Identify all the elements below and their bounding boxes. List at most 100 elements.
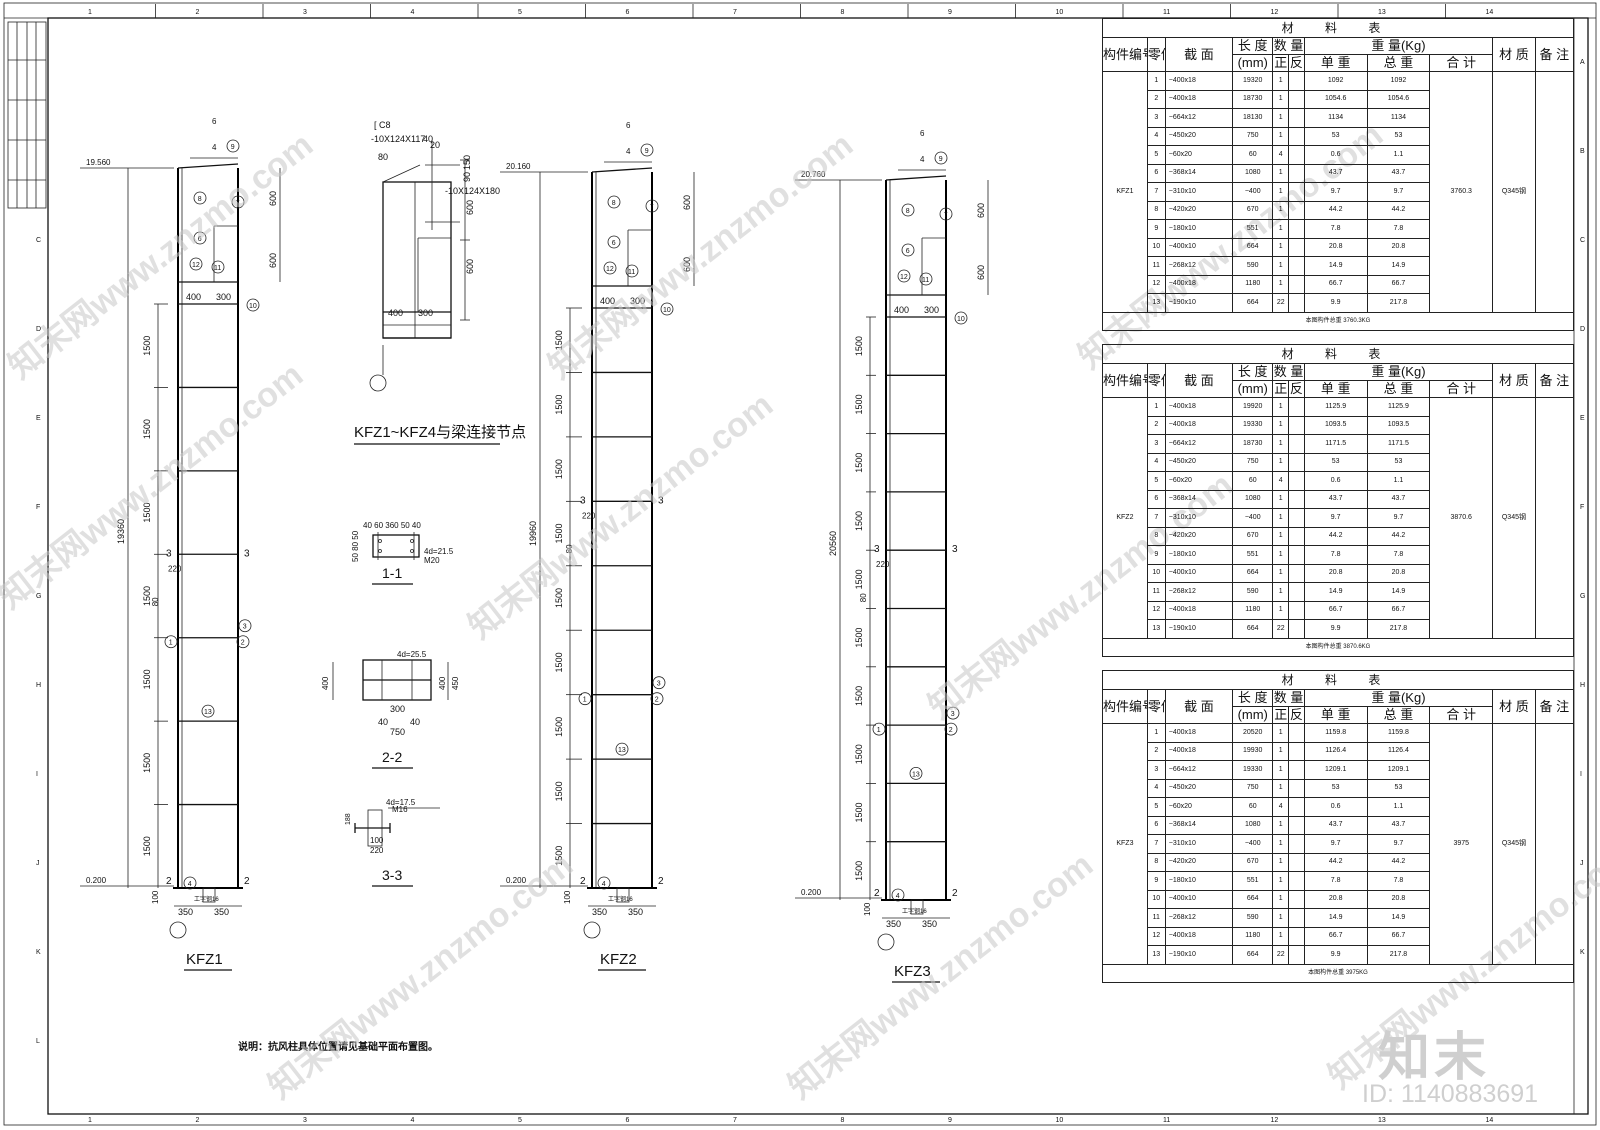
cell-part-no: 3 <box>1146 434 1166 454</box>
cell-qty-pos: 1 <box>1272 926 1290 946</box>
side-dim-220: 220 <box>876 560 890 569</box>
cell-unit-weight: 20.8 <box>1303 889 1368 909</box>
node-label-c8: [ C8 <box>374 120 391 130</box>
s2-dim-40b: 40 <box>410 717 420 727</box>
base-dim-100: 100 <box>563 890 572 904</box>
part-callout-bubble <box>193 231 207 245</box>
cell-qty-pos: 1 <box>1272 600 1290 620</box>
cell-section: −450x20 <box>1164 778 1234 798</box>
cell-qty-neg <box>1288 545 1305 565</box>
cell-length: −400 <box>1232 182 1274 202</box>
part-callout-bubble <box>603 261 617 275</box>
hdr-part: 零件号 <box>1146 37 1166 72</box>
cell-total-weight: 1093.5 <box>1366 415 1431 435</box>
cell-unit-weight: 43.7 <box>1303 489 1368 509</box>
s2-dim-400r: 400 <box>438 676 447 690</box>
cell-qty-pos: 4 <box>1272 145 1290 165</box>
cell-unit-weight: 1054.6 <box>1303 89 1368 109</box>
section-mark-2-left: 2 <box>580 876 586 887</box>
cell-total-weight: 217.8 <box>1366 619 1431 639</box>
cell-length: 750 <box>1232 126 1274 146</box>
watermark-2: 知末网www.znzmo.com <box>0 356 310 617</box>
hdr-weight: 重 量(Kg) <box>1303 363 1494 381</box>
part-callout-1: 1 <box>169 640 173 647</box>
s3-dim-188: 188 <box>345 813 352 825</box>
grid-number-bottom-9: 9 <box>948 1117 952 1124</box>
cell-qty-pos: 1 <box>1272 415 1290 435</box>
cell-part-no: 5 <box>1146 145 1166 165</box>
column-title: KFZ3 <box>894 963 931 980</box>
grid-number-11: 11 <box>1163 9 1170 16</box>
cell-total-weight: 1054.6 <box>1366 89 1431 109</box>
grid-letter-right-K: K <box>1580 949 1585 956</box>
cell-part-no: 6 <box>1146 489 1166 509</box>
hdr-weight: 重 量(Kg) <box>1303 37 1494 55</box>
cell-total-weight: 1.1 <box>1366 471 1431 491</box>
top-elevation: 20.760 <box>801 170 826 179</box>
base-lug <box>910 899 924 915</box>
grid-number-8: 8 <box>841 9 845 16</box>
cell-total-weight: 1.1 <box>1366 145 1431 165</box>
cell-qty-pos: 1 <box>1272 219 1290 239</box>
cell-unit-weight: 7.8 <box>1303 871 1368 891</box>
spacing-dim: 1500 <box>554 717 564 737</box>
cell-qty-neg <box>1288 200 1305 220</box>
part-callout-13: 13 <box>204 709 212 716</box>
grid-letter-I: I <box>36 771 38 778</box>
cell-part-no: 10 <box>1146 889 1166 909</box>
grid-number-bottom-4: 4 <box>411 1117 415 1124</box>
cell-part-no: 12 <box>1146 926 1166 946</box>
cell-total-weight: 66.7 <box>1366 600 1431 620</box>
cell-part-no: 13 <box>1146 945 1166 965</box>
s3-dim-100: 100 <box>370 836 384 845</box>
part-callout-1: 1 <box>583 697 587 704</box>
column-top-cap <box>885 175 947 181</box>
part-callout-11: 11 <box>214 265 221 272</box>
plate-dim-400: 400 <box>894 305 909 315</box>
cell-part-no: 10 <box>1146 563 1166 583</box>
cell-material: Q345钢 <box>1492 397 1536 639</box>
section-mark-2-right: 2 <box>658 876 664 887</box>
s1-bolt-size: M20 <box>424 556 440 565</box>
cell-unit-weight: 9.7 <box>1303 508 1368 528</box>
cell-part-no: 12 <box>1146 600 1166 620</box>
cell-section: −190x10 <box>1164 293 1234 313</box>
cell-section: −60x20 <box>1164 797 1234 817</box>
part-callout-bubble <box>607 195 621 209</box>
hdr-member: 构件编号 <box>1102 37 1148 72</box>
cell-total-weight: 1092 <box>1366 71 1431 91</box>
cell-section: −368x14 <box>1164 815 1234 835</box>
cell-length: 18730 <box>1232 89 1274 109</box>
cell-length: 590 <box>1232 908 1274 928</box>
cell-length: 19320 <box>1232 71 1274 91</box>
spacing-dim: 1500 <box>854 394 864 414</box>
spacing-dim: 1500 <box>854 628 864 648</box>
top-elevation: 19.560 <box>86 158 111 167</box>
grid-letter-J: J <box>36 860 40 867</box>
hdr-material: 材 质 <box>1492 689 1536 724</box>
spacing-dim: 1500 <box>142 753 152 773</box>
part-callout-12: 12 <box>192 262 200 269</box>
base-dim-100: 100 <box>863 902 872 916</box>
part-callout-10: 10 <box>663 307 671 314</box>
cell-part-no: 7 <box>1146 508 1166 528</box>
s2-dim-450: 450 <box>451 676 460 690</box>
grid-number-7: 7 <box>733 9 737 16</box>
watermark-8: 知末网www.znzmo.com <box>262 846 581 1107</box>
cell-total-weight: 53 <box>1366 778 1431 798</box>
grid-letter-right-H: H <box>1580 682 1585 689</box>
brand-logo: 知末 <box>1378 1029 1491 1087</box>
cell-section: −400x18 <box>1164 741 1234 761</box>
cell-qty-neg <box>1288 852 1305 872</box>
cell-unit-weight: 1093.5 <box>1303 415 1368 435</box>
part-callout-bubble <box>183 876 197 890</box>
part-callout-11: 11 <box>922 277 929 284</box>
s3-title: 3-3 <box>382 867 402 883</box>
cell-length: 750 <box>1232 452 1274 472</box>
member-name: KFZ2 <box>1102 397 1148 639</box>
plate-dim-300: 300 <box>924 305 939 315</box>
